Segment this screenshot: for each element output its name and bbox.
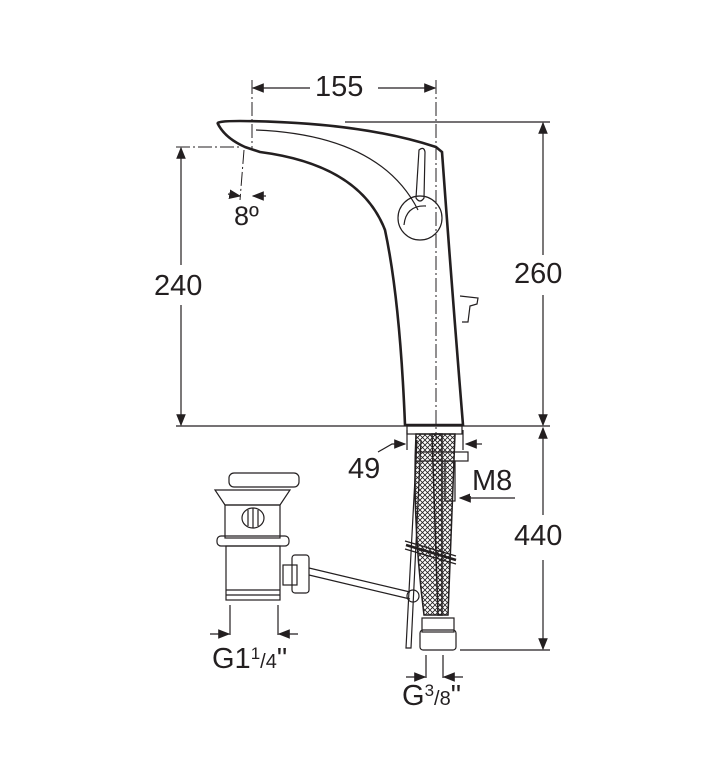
dim-label-spout-reach: 155 <box>313 71 366 103</box>
hose-thread-num: 3 <box>424 681 435 700</box>
hose-thread-prefix: G <box>402 680 425 712</box>
lever-handle <box>415 147 426 202</box>
hose-thread-suffix: " <box>450 680 462 712</box>
waste-thread-suffix: " <box>276 643 288 675</box>
dim-label-fixing-thread: M8 <box>470 465 515 497</box>
waste-thread-num: 1 <box>250 644 261 663</box>
waste-thread-den: /4 <box>260 651 277 673</box>
lever-ring <box>397 195 443 241</box>
dim-label-waste-thread: G11/4" <box>210 643 290 675</box>
dim-label-hose-length: 440 <box>512 520 565 552</box>
faucet-body <box>216 119 465 427</box>
threaded-rod <box>444 460 456 502</box>
dim-label-spout-angle: 8º <box>232 201 261 231</box>
dim-label-hose-thread: G3/8" <box>400 680 464 712</box>
hose-thread-den: /8 <box>434 688 451 710</box>
dim-label-spout-height: 240 <box>152 270 205 302</box>
hose-nut <box>419 629 457 651</box>
hose-nut <box>421 617 455 633</box>
dim-label-total-height: 260 <box>512 258 565 290</box>
dim-label-body-diameter: 49 <box>346 453 383 485</box>
waste-thread-prefix: G1 <box>212 643 251 675</box>
popup-knob <box>459 295 479 323</box>
waste-valve <box>213 472 420 603</box>
